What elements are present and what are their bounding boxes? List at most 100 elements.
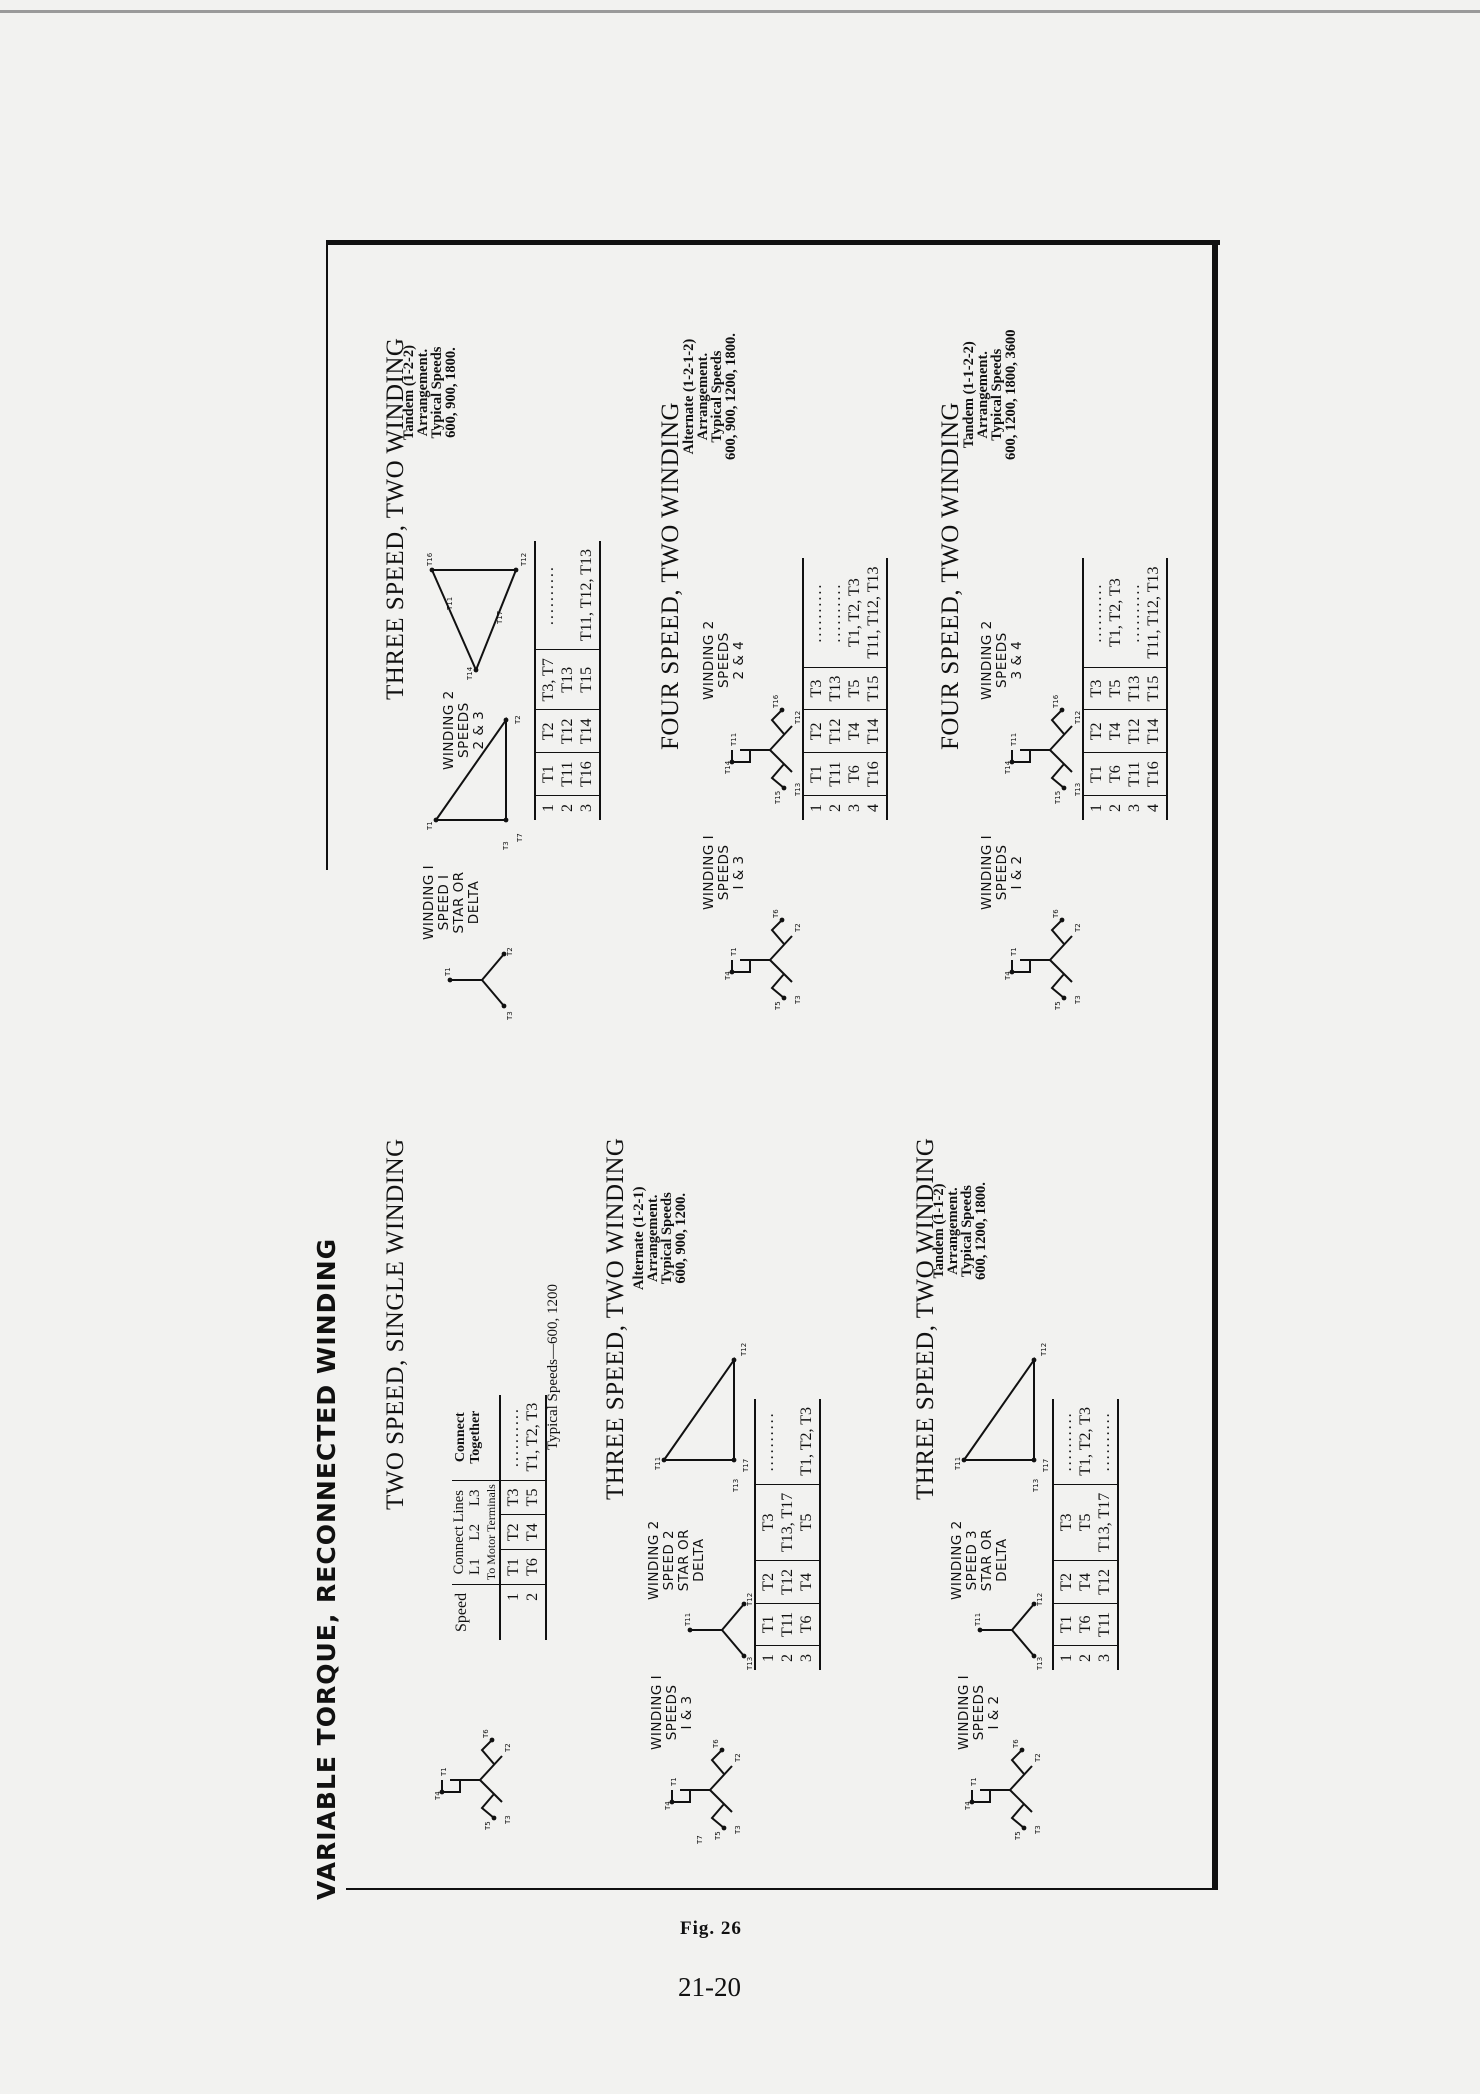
svg-text:T3: T3 [734,1825,742,1835]
header-l3: L3 [467,1489,483,1507]
svg-text:T5: T5 [714,1831,722,1841]
svg-text:T3: T3 [502,841,510,851]
svg-text:T12: T12 [1074,711,1082,725]
four-speed-a-title: FOUR SPEED, TWO WINDING [657,401,684,750]
svg-text:T4: T4 [1004,971,1012,981]
four-speed-b-title: FOUR SPEED, TWO WINDING [937,401,964,750]
svg-text:T1: T1 [440,1767,448,1777]
svg-text:T2: T2 [794,923,802,933]
svg-text:T6: T6 [1052,909,1060,919]
speed-cell: 2 [523,1584,546,1640]
three-speed-b-arrangement: Tandem (1-1-2)Arrangement.Typical Speeds… [931,1182,989,1280]
svg-text:T11: T11 [446,597,454,611]
figure-title: VARIABLE TORQUE, RECONNECTED WINDING [312,1237,341,1900]
header-l1: L1 [467,1558,483,1576]
svg-text:T17: T17 [1042,1459,1050,1473]
svg-text:T15: T15 [1054,791,1062,805]
svg-text:T7: T7 [516,833,524,843]
header-to-motor: To Motor Terminals [484,1484,498,1581]
frame-left-rule [346,1888,1214,1890]
svg-text:T11: T11 [1010,733,1018,747]
page-top-rule [0,10,1480,13]
two-speed-typical-speeds: Typical Speeds—600, 1200 [545,1283,561,1450]
l1-cell: T1 [500,1549,523,1585]
svg-text:T11: T11 [730,733,738,747]
svg-text:T6: T6 [712,1739,720,1749]
svg-text:T17: T17 [742,1459,750,1473]
three-speed-a-title: THREE SPEED, TWO WINDING [602,1137,629,1500]
svg-text:T3: T3 [794,995,802,1005]
svg-text:T6: T6 [482,1729,490,1739]
frame-bottom-rule [1212,240,1218,1890]
svg-text:T14: T14 [724,760,732,775]
header-connect-lines: Connect Lines [451,1490,467,1575]
svg-text:T1: T1 [970,1777,978,1787]
svg-text:T13: T13 [1074,783,1082,797]
three-speed-c-arrangement: Tandem (1-2-2)Arrangement.Typical Speeds… [401,345,459,440]
header-speed: Speed [452,1584,500,1640]
page-number: 21-20 [678,1972,741,2002]
svg-text:T3: T3 [506,1011,514,1021]
svg-text:T5: T5 [484,1821,492,1831]
svg-text:T12: T12 [1040,1343,1048,1357]
table-row: 2 T6 T4 T5 T1, T2, T3 [523,1394,546,1640]
svg-text:T5: T5 [1054,1001,1062,1011]
svg-text:T12: T12 [520,553,528,567]
svg-text:T12: T12 [746,1593,754,1607]
four-speed-b-arrangement: Tandem (1-1-2-2)Arrangement.Typical Spee… [961,329,1019,461]
frame-right-rule [326,240,1220,245]
l3-cell: T3 [500,1480,523,1515]
svg-text:T6: T6 [772,909,780,919]
together-cell: .......... [500,1394,523,1481]
svg-text:T11: T11 [954,1457,962,1471]
table-row: 1 T1 T2 T3 .......... [500,1394,523,1640]
svg-text:T12: T12 [740,1343,748,1357]
together-cell: T1, T2, T3 [523,1394,546,1481]
svg-text:T1: T1 [670,1777,678,1787]
header-connect: Connect [453,1412,468,1463]
svg-text:T11: T11 [684,1613,692,1627]
svg-text:T14: T14 [1004,760,1012,775]
svg-text:T16: T16 [426,552,434,567]
svg-text:T13: T13 [1032,1479,1040,1493]
svg-text:T11: T11 [974,1613,982,1627]
svg-text:T2: T2 [1034,1753,1042,1763]
figure-caption: Fig. 26 [680,1918,742,1939]
l2-cell: T4 [523,1514,546,1550]
l1-cell: T6 [523,1549,546,1585]
svg-text:T13: T13 [732,1479,740,1493]
svg-text:T1: T1 [1010,947,1018,957]
svg-text:T13: T13 [746,1657,754,1671]
svg-text:T5: T5 [1014,1831,1022,1841]
